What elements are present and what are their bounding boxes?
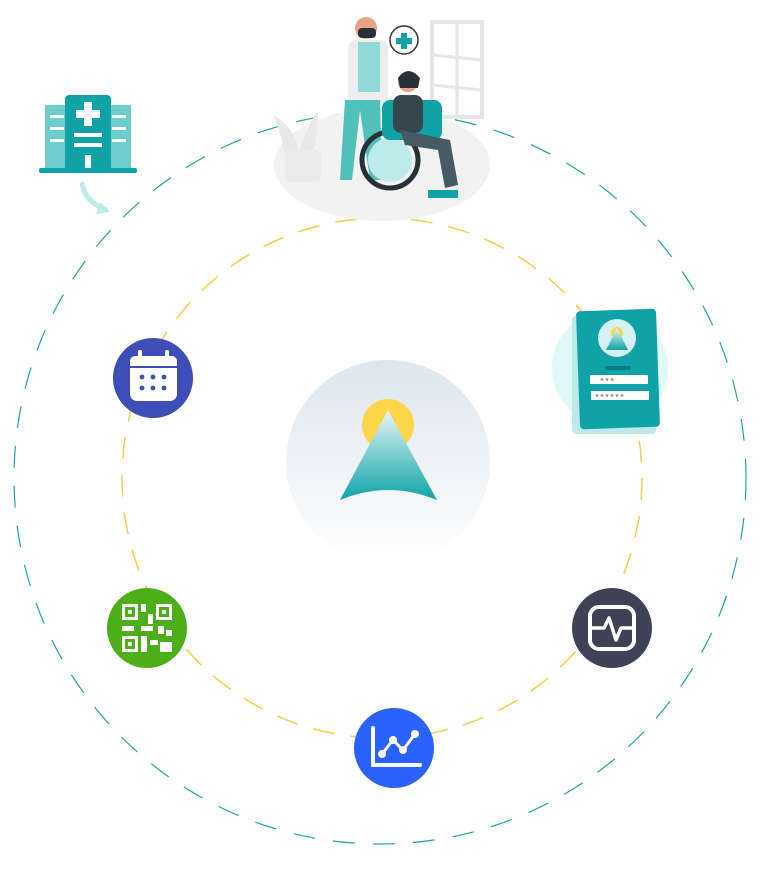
doctor-wheelchair-illustration <box>273 17 490 221</box>
hospital-icon <box>39 95 137 214</box>
calendar-icon[interactable] <box>113 338 193 418</box>
login-phone-illustration <box>552 308 668 434</box>
activity-monitor-icon[interactable] <box>572 588 652 668</box>
qr-code-icon[interactable] <box>107 588 187 668</box>
line-chart-icon[interactable] <box>354 708 434 788</box>
mountain-logo <box>286 360 490 564</box>
